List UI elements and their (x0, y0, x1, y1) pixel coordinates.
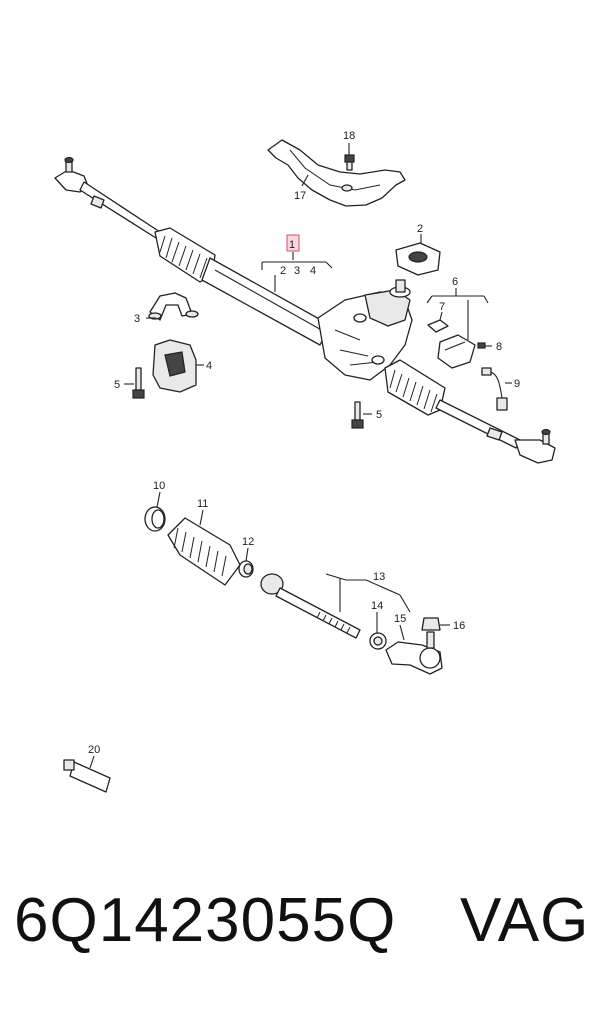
callout-10: 10 (153, 480, 165, 492)
callout-17: 17 (294, 190, 306, 202)
callout-13: 13 (373, 571, 385, 583)
callout-2: 2 (417, 223, 423, 235)
callout-4: 4 (206, 360, 212, 372)
callout-9: 9 (514, 378, 520, 390)
clamp-part-3 (148, 292, 199, 321)
callout-5-left: 5 (114, 379, 120, 391)
callout-5-right: 5 (376, 409, 382, 421)
callout-1-sub-2: 2 (280, 265, 286, 277)
callout-8: 8 (496, 341, 502, 353)
callout-1-sub-3: 3 (294, 265, 300, 277)
tie-rod-part-13 (260, 573, 361, 639)
clamp-part-12 (238, 560, 254, 578)
part-footer: 6Q1423055Q VAG (0, 885, 600, 995)
callout-16: 16 (453, 620, 465, 632)
boot-part-11 (167, 517, 241, 586)
callout-15: 15 (394, 613, 406, 625)
seal-part-7 (427, 319, 449, 333)
leader-lines (89, 143, 512, 769)
callout-1-sub-4: 4 (310, 265, 316, 277)
callout-18: 18 (343, 130, 355, 142)
clamp-ring-part-10 (144, 506, 166, 532)
callout-11: 11 (197, 498, 208, 510)
nut-part-14 (369, 632, 387, 650)
wiring-harness-part-9 (481, 367, 508, 411)
tie-rod-end-part-15 (385, 631, 443, 675)
bracket-part-17 (267, 139, 406, 207)
nut-part-16 (421, 617, 441, 631)
rubber-mount-part-2 (395, 242, 441, 276)
sensor-part-6 (437, 334, 476, 369)
callout-1-highlight (286, 234, 300, 252)
callout-6: 6 (452, 276, 458, 288)
screw-part-8 (477, 342, 486, 349)
callout-12: 12 (242, 536, 254, 548)
steering-rack-exploded-diagram: 1 2 3 4 2 3 4 5 5 6 7 8 9 10 11 12 13 14… (54, 130, 556, 793)
callout-14: 14 (371, 600, 383, 612)
rubber-bush-part-4 (152, 339, 197, 393)
callout-1: 1 (289, 239, 295, 251)
grease-tube-part-20 (63, 759, 111, 793)
callout-3: 3 (134, 313, 140, 325)
bolt-part-5-right (351, 401, 364, 429)
part-number: 6Q1423055Q (14, 886, 397, 955)
bolt-part-5-left (132, 367, 145, 399)
callout-20: 20 (88, 744, 100, 756)
bolt-part-18 (344, 154, 355, 171)
brand-label: VAG (460, 886, 590, 955)
callout-7: 7 (439, 301, 445, 313)
steering-rack-part-1 (54, 156, 556, 464)
callout-labels: 1 2 3 4 2 3 4 5 5 6 7 8 9 10 11 12 13 14… (88, 130, 520, 756)
